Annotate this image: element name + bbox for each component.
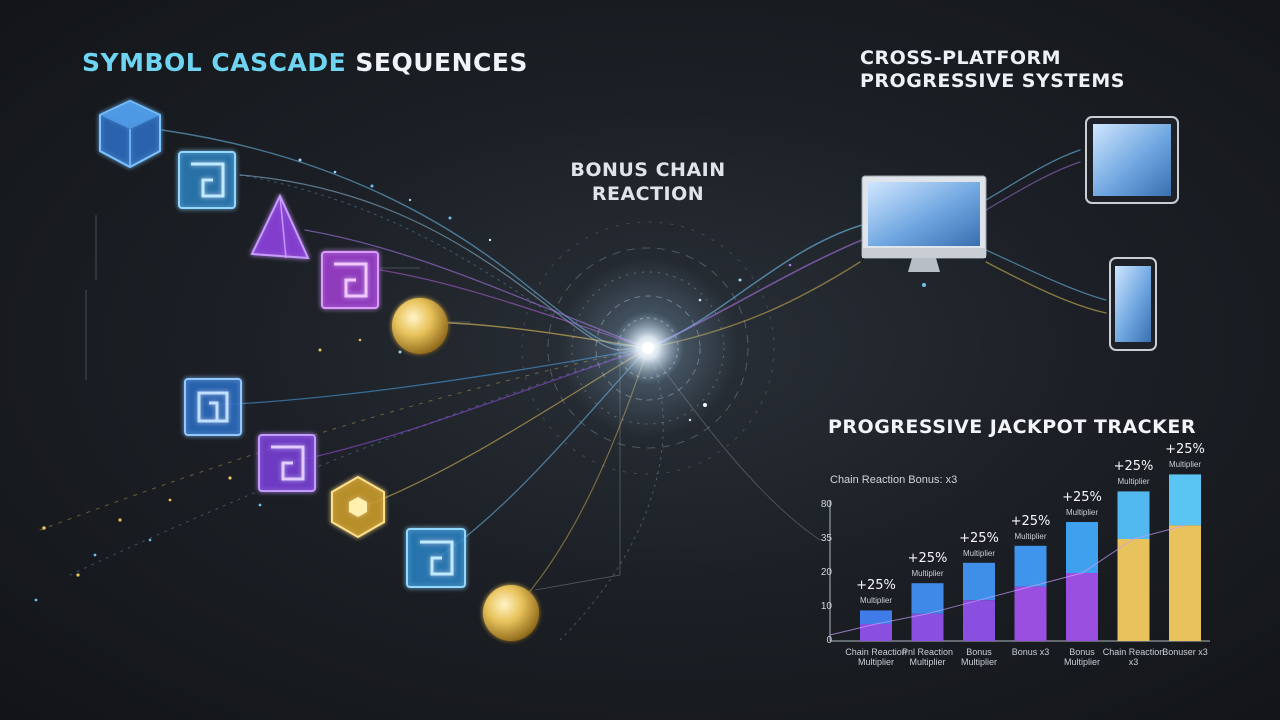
bar-lower <box>1014 586 1047 641</box>
title-part-cascade: SYMBOL CASCADE <box>82 48 347 77</box>
bar-upper <box>911 583 944 614</box>
bar-upper <box>1169 474 1201 526</box>
cross-platform-title-line1: CROSS-PLATFORM <box>860 47 1062 69</box>
jackpot-chart <box>829 474 1210 642</box>
y-tick-label: 10 <box>820 601 832 612</box>
bar-upper <box>1066 522 1098 573</box>
cross-platform-title-line2: PROGRESSIVE SYSTEMS <box>860 70 1125 92</box>
tablet-icon <box>1085 116 1179 204</box>
bar-lower <box>1066 573 1098 641</box>
maze-cube-icon <box>178 151 236 209</box>
y-tick-label: 0 <box>826 635 832 646</box>
violet-maze-cube-icon <box>258 434 316 492</box>
gold-hexagon-icon <box>331 475 385 539</box>
bar-upper <box>963 562 995 601</box>
trend-line <box>829 524 1186 636</box>
bar-percent-label: +25% <box>907 551 948 567</box>
x-category-label: Bonus Multiplier <box>1063 647 1100 667</box>
x-category-label: Chain Reaction x3 <box>1102 647 1165 667</box>
gold-orb-icon <box>483 585 539 641</box>
bar-multiplier-label: Multiplier <box>911 569 944 579</box>
bar-upper <box>860 610 892 624</box>
bar-percent-label: +25% <box>1010 513 1051 529</box>
bar-lower <box>963 600 995 641</box>
x-category-label: Bonus x3 <box>1011 647 1050 657</box>
x-category-label: Chain Reaction Multiplier <box>845 647 907 667</box>
bonus-chain-title-line1: BONUS CHAIN <box>570 159 726 181</box>
bar-percent-label: +25% <box>856 578 896 594</box>
x-category-label: Bonus Multiplier <box>960 647 997 667</box>
phone-icon <box>1109 257 1157 351</box>
bar-multiplier-label: Multiplier <box>1014 531 1047 541</box>
x-category-label: Pnl Reaction Multiplier <box>901 647 954 667</box>
bar-multiplier-label: Multiplier <box>962 548 995 558</box>
bar-percent-label: +25% <box>1113 459 1154 475</box>
y-tick-label: 20 <box>820 567 832 578</box>
blue-maze-cube-icon <box>184 378 242 436</box>
monitor-icon <box>861 175 987 287</box>
symbol-cascade-title: SYMBOL CASCADE SEQUENCES <box>82 48 528 77</box>
bar-percent-label: +25% <box>1062 490 1102 505</box>
cyan-maze-cube-icon <box>406 528 466 588</box>
bar-percent-label: +25% <box>1165 442 1205 458</box>
bonus-chain-title: BONUS CHAIN REACTION <box>548 158 748 206</box>
bar-lower <box>1169 525 1201 641</box>
chart-annotation: Chain Reaction Bonus: x3 <box>830 474 958 486</box>
bar-percent-label: +25% <box>959 530 999 546</box>
bar-multiplier-label: Multiplier <box>1168 460 1201 470</box>
bar-lower <box>860 624 892 641</box>
bar-lower <box>911 613 944 641</box>
bar-upper <box>1117 491 1150 539</box>
blue-cube-icon <box>99 99 161 169</box>
bonus-chain-title-line2: REACTION <box>591 183 705 205</box>
y-tick-label: 35 <box>820 533 832 544</box>
title-part-sequences: SEQUENCES <box>355 48 528 77</box>
x-category-label: Bonuser x3 <box>1162 647 1208 657</box>
bar-multiplier-label: Multiplier <box>859 596 892 606</box>
y-tick-label: 80 <box>820 499 832 510</box>
bar-lower <box>1117 539 1150 641</box>
gold-orb-icon <box>392 298 448 354</box>
bar-upper <box>1014 545 1047 587</box>
jackpot-tracker-title: PROGRESSIVE JACKPOT TRACKER <box>828 416 1196 438</box>
symbol-cascade <box>99 99 539 641</box>
pyramid-icon <box>250 193 310 260</box>
bar-multiplier-label: Multiplier <box>1117 477 1150 487</box>
core-flare <box>642 342 654 354</box>
bar-multiplier-label: Multiplier <box>1065 508 1098 517</box>
cross-platform-title: CROSS-PLATFORM PROGRESSIVE SYSTEMS <box>860 47 1125 93</box>
purple-maze-cube-icon <box>321 251 379 309</box>
